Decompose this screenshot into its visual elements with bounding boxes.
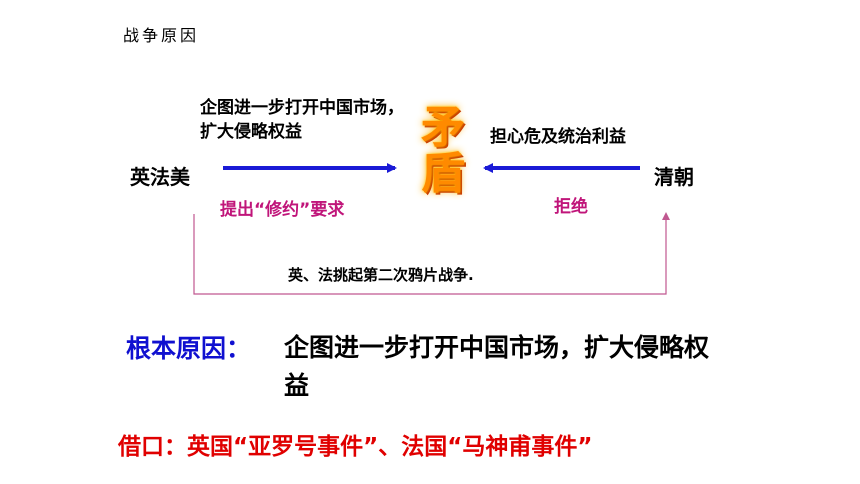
qing-motive-text: 担心危及统治利益 bbox=[490, 127, 626, 147]
root-cause-text: 企图进一步打开中国市场，扩大侵略权益 bbox=[284, 333, 710, 400]
war-bracket-line bbox=[193, 212, 670, 295]
war-result-text: 英、法挑起第二次鸦片战争. bbox=[288, 266, 474, 284]
contradiction-label: 矛盾 bbox=[421, 102, 465, 199]
root-cause-label: 根本原因： bbox=[126, 334, 252, 363]
west-powers-label: 英法美 bbox=[130, 165, 190, 189]
refusal-text: 拒绝 bbox=[554, 197, 588, 217]
pretext-text: 借口：英国“亚罗号事件”、法国“马神甫事件” bbox=[118, 434, 593, 460]
slide-title: 战争原因 bbox=[123, 26, 200, 45]
qing-dynasty-label: 清朝 bbox=[654, 165, 694, 189]
revision-demand-text: 提出“修约”要求 bbox=[220, 200, 345, 220]
west-motive-text: 企图进一步打开中国市场，扩大侵略权益 bbox=[200, 98, 404, 142]
